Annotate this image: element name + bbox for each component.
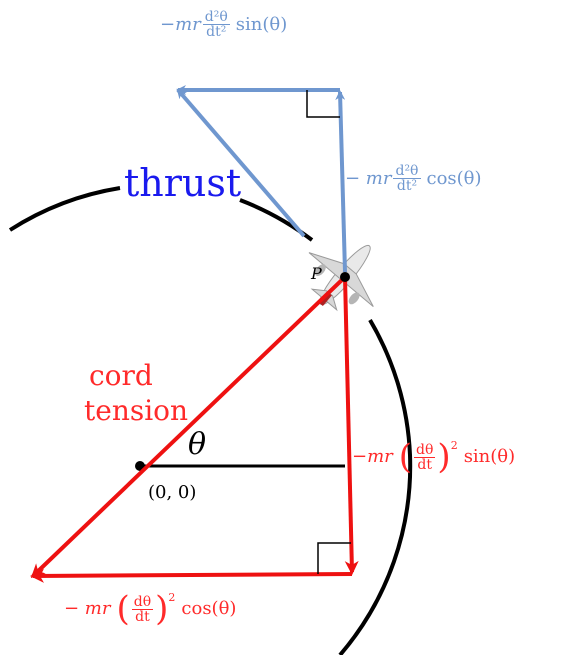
tension-sin-formula: −mr ( dθ dt ) 2 sin(θ) [352,437,516,477]
tension-cos-prefix: − mr [64,598,111,619]
thrust-right-angle [306,90,340,118]
thrust-cos-fraction: d²θ dt² [393,163,421,194]
tension-cos-fn: cos(θ) [181,598,237,619]
tension-cos-num: dθ [133,593,152,610]
tension-cos-fraction: dθ dt [131,593,154,625]
tension-sin-num: dθ [416,441,434,458]
cord-label: cord [89,359,153,392]
circle-arc-left [8,186,121,232]
tension-sin-exp: 2 [450,439,458,452]
circle-arc-right [338,318,413,655]
point-p-dot [340,272,350,282]
thrust-sin-fraction: d²θ dt² [202,9,230,40]
tension-sin-prefix: −mr [352,446,393,467]
circle-arc-top [239,198,314,242]
tension-sin-den: dt [417,456,433,473]
tension-cos-formula: − mr ( dθ dt ) 2 cos(θ) [64,589,237,629]
thrust-cos-fn: cos(θ) [426,167,482,189]
thrust-vector [176,88,306,238]
thrust-label: thrust [124,161,242,205]
thrust-cos-formula: − mr d²θ dt² cos(θ) [345,164,482,193]
tension-cos-vector [30,568,353,583]
thrust-sin-formula: −mr d²θ dt² sin(θ) [160,10,287,39]
thrust-sin-num: d²θ [204,9,228,25]
tension-right-angle [317,542,351,574]
point-p-label: P [311,264,322,283]
thrust-sin-den: dt² [206,24,227,40]
thrust-cos-prefix: − mr [345,167,392,189]
thrust-sin-fn: sin(θ) [235,13,288,35]
thrust-cos-num: d²θ [395,163,419,179]
tension-sin-fn: sin(θ) [463,446,516,467]
thrust-sin-prefix: −mr [160,13,201,35]
tension-cos-exp: 2 [168,591,176,604]
tension-label: tension [84,394,189,427]
tension-vector [30,275,347,579]
tension-cos-den: dt [135,608,150,625]
origin-label: (0, 0) [148,482,197,503]
tension-sin-vector [343,276,359,575]
theta-label: θ [188,427,207,462]
thrust-cos-vector [335,90,347,273]
tension-sin-fraction: dθ dt [414,441,436,473]
thrust-cos-den: dt² [396,178,418,194]
